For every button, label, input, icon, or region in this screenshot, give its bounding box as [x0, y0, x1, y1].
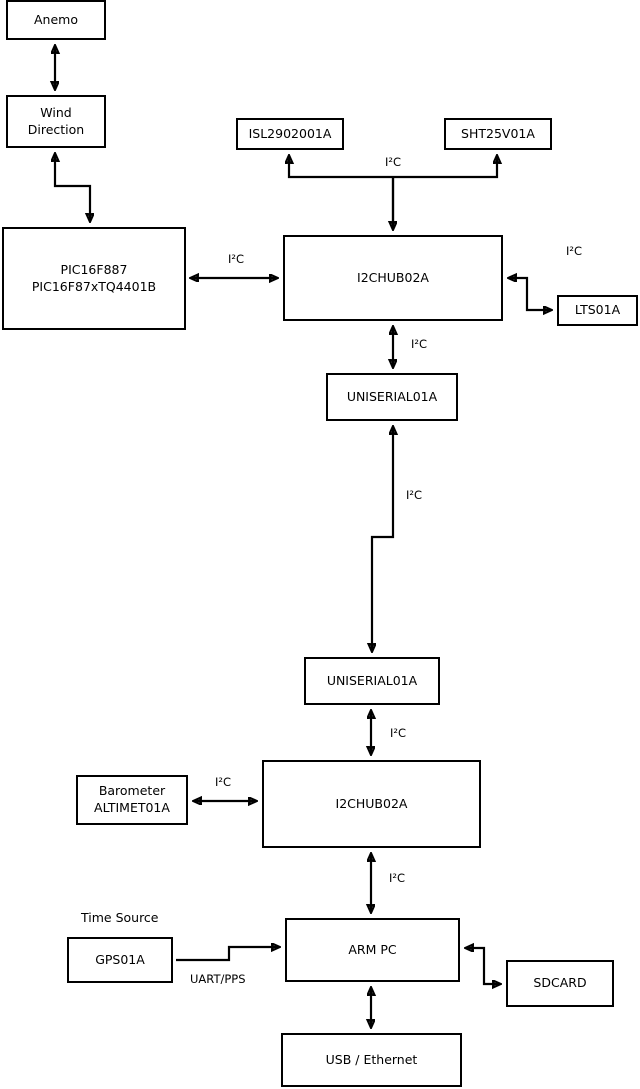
node-isl2902001a[interactable]: ISL2902001A [236, 118, 344, 150]
edge-label-pic-hub-i2c: I²C [227, 252, 245, 266]
node-gps01a[interactable]: GPS01A [67, 937, 173, 983]
edge-label-hub-uniserial-i2c: I²C [410, 337, 428, 351]
node-barometer-altimet01a[interactable]: Barometer ALTIMET01A [76, 775, 188, 825]
node-uniserial01a-top[interactable]: UNISERIAL01A [326, 373, 458, 421]
node-i2chub02a-top[interactable]: I2CHUB02A [283, 235, 503, 321]
edge-label-hub-armpc-i2c: I²C [388, 871, 406, 885]
wire-armpc-sdcard [466, 948, 500, 984]
edge-label-gps-uart-pps: UART/PPS [190, 972, 246, 986]
node-pic-mcu[interactable]: PIC16F887 PIC16F87xTQ4401B [2, 227, 186, 330]
edge-label-lts-i2c: I²C [565, 244, 583, 258]
edge-label-uniserial-uniserial-i2c: I²C [405, 488, 423, 502]
node-arm-pc[interactable]: ARM PC [285, 918, 460, 982]
node-anemo[interactable]: Anemo [6, 0, 106, 40]
wire-hubtop-lts [509, 278, 551, 310]
node-i2chub02a-bottom[interactable]: I2CHUB02A [262, 760, 481, 848]
node-uniserial01a-bottom[interactable]: UNISERIAL01A [304, 657, 440, 705]
edge-label-sensors-i2c: I²C [384, 155, 402, 169]
wire-hubtop-sht [393, 156, 497, 179]
node-usb-ethernet[interactable]: USB / Ethernet [281, 1033, 462, 1087]
node-sht25v01a[interactable]: SHT25V01A [444, 118, 552, 150]
node-sdcard[interactable]: SDCARD [506, 960, 614, 1007]
edge-label-uniserial-hub-i2c: I²C [389, 726, 407, 740]
wire-gps-armpc [176, 947, 279, 962]
edge-label-barometer-i2c: I²C [214, 775, 232, 789]
node-lts01a[interactable]: LTS01A [557, 295, 638, 326]
label-time-source: Time Source [81, 910, 159, 925]
wire-wind-pic [55, 154, 90, 221]
wire-unitop-unibot [372, 427, 393, 651]
node-wind-direction[interactable]: Wind Direction [6, 95, 106, 148]
wire-hubtop-isl [289, 156, 393, 179]
